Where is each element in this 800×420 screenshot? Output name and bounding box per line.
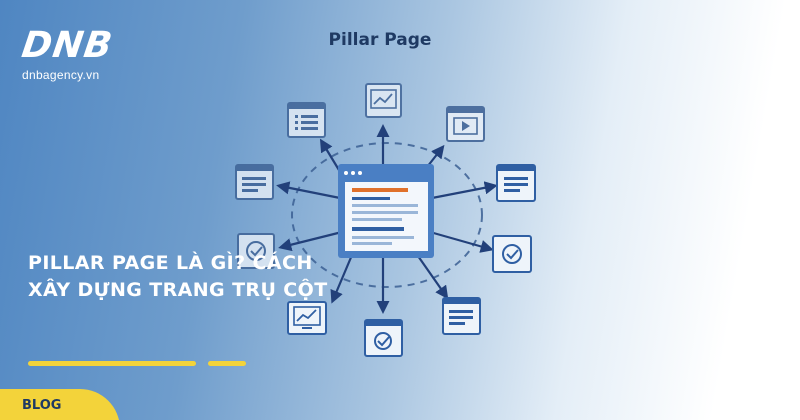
document-window-icon [338, 164, 434, 258]
accent-bar-long [28, 361, 196, 366]
accent-bar-short [208, 361, 246, 366]
connector-arrows [276, 124, 498, 314]
text-window-icon-bottom [442, 297, 481, 335]
logo-domain: dnbagency.vn [22, 68, 100, 82]
check-window-icon-bottom [364, 319, 403, 357]
dnb-logo[interactable]: DNB dnbagency.vn [19, 25, 134, 82]
arrow-bottom-right [417, 255, 449, 300]
video-window-icon [446, 106, 485, 142]
text-window-icon-right [496, 164, 536, 202]
blog-tag[interactable] [0, 389, 120, 420]
article-headline[interactable]: PILLAR PAGE LÀ GÌ? CÁCH XÂY DỰNG TRANG T… [28, 250, 328, 304]
list-window-icon [287, 102, 326, 138]
text-window-icon-left [235, 164, 274, 200]
arrow-left [276, 181, 341, 200]
check-window-icon-right [492, 235, 532, 273]
chart-window-icon [365, 83, 402, 118]
arrow-lower-right [429, 230, 494, 253]
headline-line-2: XÂY DỰNG TRANG TRỤ CỘT [28, 279, 328, 301]
headline-line-1: PILLAR PAGE LÀ GÌ? CÁCH [28, 252, 313, 274]
arrow-bottom-left [330, 254, 354, 304]
arrow-lower-left [278, 230, 343, 252]
diagram-title: Pillar Page [328, 30, 432, 50]
check-window-icon-left [237, 233, 275, 269]
arrow-right [431, 181, 498, 200]
chart-window-icon-bottom [287, 301, 327, 335]
blog-label[interactable]: BLOG [22, 398, 62, 413]
dashed-orbit [291, 142, 483, 288]
